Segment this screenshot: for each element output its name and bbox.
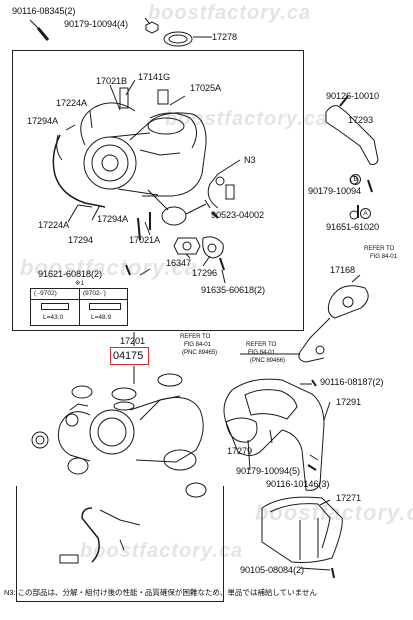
- reference-circle-a: A: [360, 208, 371, 219]
- label-17224A-top[interactable]: 17224A: [56, 98, 88, 108]
- watermark: boostfactory.ca: [80, 540, 244, 562]
- gasket-17296: [202, 236, 224, 259]
- label-90126-10010[interactable]: 90126-10010: [326, 91, 380, 101]
- label-17271[interactable]: 17271: [336, 493, 362, 503]
- gasket-16347: [173, 237, 201, 255]
- label-17293[interactable]: 17293: [348, 115, 374, 125]
- label-16347[interactable]: 16347: [166, 258, 192, 268]
- label-N3[interactable]: N3: [244, 155, 256, 165]
- refer-c-line2[interactable]: FIG 84-01: [248, 349, 275, 356]
- label-17296[interactable]: 17296: [192, 268, 218, 278]
- label-90105-08084[interactable]: 90105-08084(2): [240, 565, 304, 575]
- label-17291[interactable]: 17291: [336, 397, 362, 407]
- table-col2: (9702- ): [83, 290, 106, 297]
- label-17294A-bot[interactable]: 17294A: [97, 214, 129, 224]
- label-90116-08187[interactable]: 90116-08187(2): [320, 377, 384, 387]
- table-len2: L=48.9: [91, 314, 112, 321]
- watermark: boostfactory.ca: [165, 108, 329, 130]
- bracket-17293: [325, 105, 379, 165]
- label-17021B[interactable]: 17021B: [96, 76, 128, 86]
- lower-assembly-frame: [16, 486, 224, 602]
- hose-icon: [41, 303, 69, 310]
- label-17021A[interactable]: 17021A: [129, 235, 161, 245]
- refer-a-line1: REFER TO: [364, 245, 395, 252]
- label-90523-04002[interactable]: 90523-04002: [211, 210, 265, 220]
- label-17168[interactable]: 17168: [330, 265, 356, 275]
- label-91651-61020[interactable]: 91651-61020: [326, 222, 380, 232]
- part-04175[interactable]: 04175: [113, 350, 144, 362]
- hose-icon: [89, 303, 121, 310]
- label-90116-08345[interactable]: 90116-08345(2): [12, 6, 76, 16]
- label-17294[interactable]: 17294: [68, 235, 94, 245]
- table-col1: ( -9702): [34, 290, 57, 297]
- label-17278[interactable]: 17278: [212, 32, 238, 42]
- watermark: boostfactory.ca: [148, 2, 312, 24]
- footnote: N3: この部品は、分解・組付け後の性能・品質確保が困難なため、単品では補給して…: [4, 588, 317, 597]
- label-90179-10094-4[interactable]: 90179-10094(4): [64, 19, 128, 29]
- gasket-lower: [71, 385, 93, 399]
- highlighted-part-box[interactable]: [110, 347, 149, 365]
- label-17141G[interactable]: 17141G: [138, 72, 171, 82]
- watermark: boostfactory.ca: [255, 500, 413, 525]
- watermark: boostfactory.ca: [20, 255, 199, 280]
- refer-c-line1: REFER TO: [246, 341, 277, 348]
- stud-90116-08345: [36, 27, 50, 41]
- gasket-17278: [163, 31, 193, 47]
- label-90179-10094[interactable]: 90179-10094: [308, 186, 362, 196]
- reference-circle-b: B: [350, 174, 361, 185]
- oil-line-17224A: [52, 134, 106, 208]
- refer-c-line3: (PNC 89466): [250, 357, 286, 364]
- table-mark: ※1: [75, 279, 85, 287]
- refer-b-line2[interactable]: FIG 84-01: [184, 341, 211, 348]
- heat-shield-17271: [261, 496, 343, 563]
- label-17201[interactable]: 17201: [120, 336, 146, 346]
- label-17279[interactable]: 17279: [227, 446, 253, 456]
- label-17025A[interactable]: 17025A: [190, 83, 222, 93]
- refer-b-line3: (PNC 89465): [182, 349, 218, 356]
- turbocharger-lower: [31, 395, 204, 475]
- label-91635-60618[interactable]: 91635-60618(2): [201, 285, 265, 295]
- elbow-17291: [223, 378, 325, 491]
- refer-a-line2[interactable]: FIG 84-01: [370, 253, 397, 260]
- turbocharger-upper: [80, 87, 207, 226]
- gasket-17168: [327, 285, 369, 319]
- actuator-line: [207, 159, 241, 209]
- table-len1: L=43.0: [43, 314, 64, 321]
- variant-table: ※1 ( -9702) (9702- ) L=43.0 L=48.9: [30, 279, 128, 326]
- label-17224A-bot[interactable]: 17224A: [38, 220, 70, 230]
- nut-90179-10094: [145, 21, 159, 34]
- refer-b-line1: REFER TO: [180, 333, 211, 340]
- label-91621-60818[interactable]: 91621-60818(2): [38, 269, 102, 279]
- label-90116-10146[interactable]: 90116-10146(3): [266, 479, 330, 489]
- label-17294A-top[interactable]: 17294A: [27, 116, 59, 126]
- label-90179-10094-5[interactable]: 90179-10094(5): [236, 466, 300, 476]
- upper-assembly-frame: [12, 50, 304, 331]
